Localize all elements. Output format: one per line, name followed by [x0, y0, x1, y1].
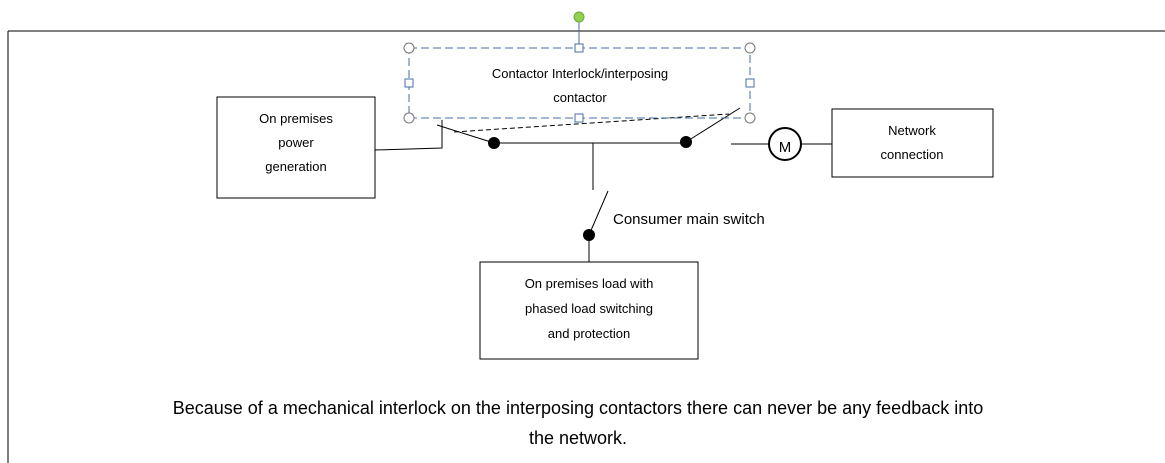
mechanical-interlock-link [453, 113, 730, 133]
resize-handle-icon[interactable] [744, 42, 756, 54]
load-box[interactable]: On premises load with phased load switch… [479, 261, 699, 360]
resize-handle-icon[interactable] [403, 42, 415, 54]
resize-handle-icon[interactable] [574, 43, 584, 53]
load-label-line-1: On premises load with [525, 276, 654, 291]
rotate-handle-icon[interactable] [573, 11, 585, 23]
right-contactor-blade [685, 107, 741, 143]
motor-symbol-letter: M [779, 139, 792, 156]
generation-box[interactable]: On premises power generation [216, 96, 376, 199]
interlock-label-line-1: Contactor Interlock/interposing [492, 66, 668, 81]
resize-handle-icon[interactable] [745, 78, 755, 88]
generation-label-line-2: power [278, 135, 314, 150]
generation-feed-wire [374, 120, 443, 151]
consumer-main-switch-label: Consumer main switch [613, 211, 765, 228]
generation-label-line-1: On premises [259, 111, 333, 126]
caption-line-1: Because of a mechanical interlock on the… [173, 398, 984, 418]
resize-handle-icon[interactable] [574, 113, 584, 123]
interlock-textbox[interactable]: Contactor Interlock/interposing contacto… [403, 42, 756, 124]
resize-handle-icon[interactable] [404, 78, 414, 88]
left-contactor-blade [436, 124, 495, 144]
resize-handle-icon[interactable] [403, 112, 415, 124]
load-label-line-3: and protection [548, 326, 630, 341]
generation-label-line-3: generation [265, 159, 326, 174]
load-label-line-2: phased load switching [525, 301, 653, 316]
resize-handle-icon[interactable] [744, 112, 756, 124]
network-label-line-2: connection [881, 147, 944, 162]
network-box[interactable]: Network connection [831, 108, 994, 178]
caption-line-2: the network. [529, 428, 627, 448]
network-label-line-1: Network [888, 123, 936, 138]
consumer-switch-blade [588, 190, 609, 236]
interlock-label-line-2: contactor [553, 90, 607, 105]
